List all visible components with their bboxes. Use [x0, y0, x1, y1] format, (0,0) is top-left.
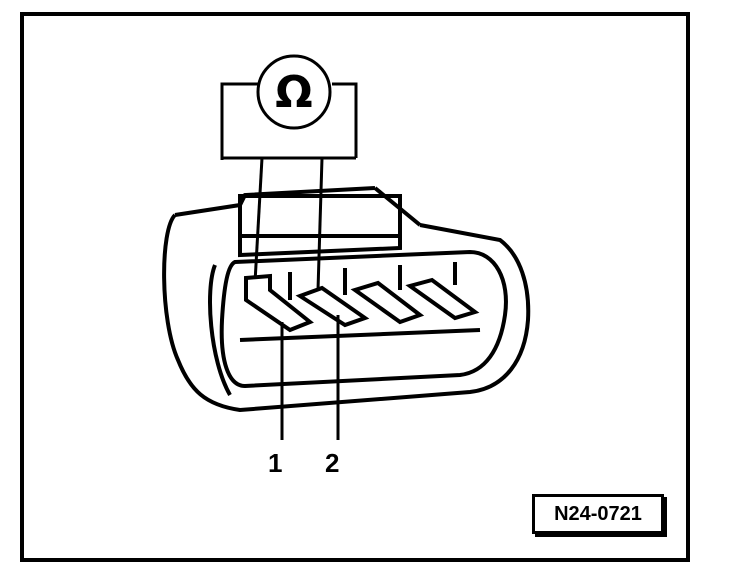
meter-dial: [256, 54, 332, 130]
pin-slot-2: [295, 285, 370, 328]
connector-housing: [162, 186, 531, 413]
meter-bracket: [220, 82, 258, 160]
meter-bracket-right: [332, 82, 358, 158]
pin-slot-3: [350, 280, 425, 325]
pin-slot-4: [405, 277, 480, 321]
ohmmeter-icon: [220, 54, 358, 160]
pin-label-1: 1: [268, 448, 283, 478]
connector-pins: [244, 262, 480, 333]
figure-reference-code: N24-0721: [532, 494, 664, 534]
ohm-symbol: Ω: [275, 66, 313, 118]
pin-label-2: 2: [325, 448, 340, 478]
pin-slot-1: [244, 273, 314, 333]
probe-lead-2: [316, 157, 324, 291]
